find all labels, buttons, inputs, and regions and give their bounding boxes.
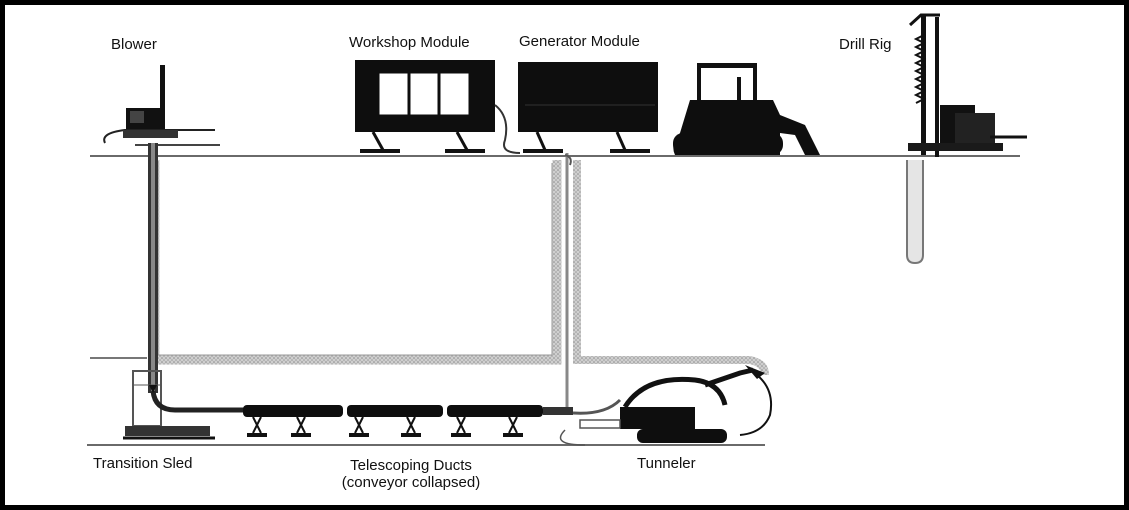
label-tunneler: Tunneler bbox=[637, 455, 696, 472]
label-transition-sled: Transition Sled bbox=[93, 455, 193, 472]
service-line bbox=[564, 153, 572, 415]
generator-module bbox=[494, 62, 658, 154]
label-drill-rig: Drill Rig bbox=[839, 36, 892, 53]
tunneling-system-diagram bbox=[87, 13, 1027, 446]
transition-sled bbox=[123, 370, 245, 440]
vertical-shaft bbox=[148, 143, 158, 393]
label-generator-module: Generator Module bbox=[519, 33, 640, 50]
label-telescoping-ducts: Telescoping Ducts bbox=[350, 457, 472, 474]
soil-block-outline bbox=[150, 160, 769, 376]
label-blower: Blower bbox=[111, 36, 157, 53]
bulldozer bbox=[673, 63, 820, 155]
label-conveyor-collapsed: (conveyor collapsed) bbox=[341, 474, 481, 491]
label-workshop-module: Workshop Module bbox=[349, 34, 470, 51]
workshop-module bbox=[355, 60, 495, 153]
blower bbox=[103, 65, 220, 146]
drill-rig bbox=[906, 13, 1027, 265]
tunneler bbox=[559, 365, 773, 446]
telescoping-ducts bbox=[243, 405, 573, 437]
